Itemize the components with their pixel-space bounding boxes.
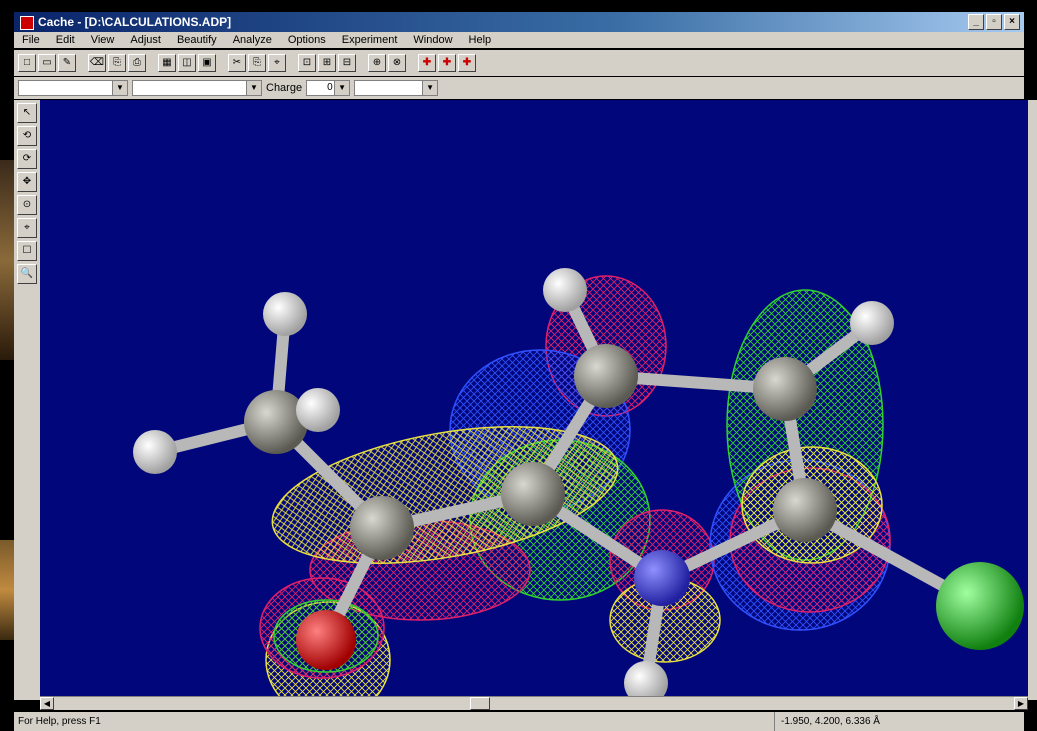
toolbar-separator (218, 54, 226, 72)
charge-label: Charge (266, 82, 303, 94)
status-bar: For Help, press F1 -1.950, 4.200, 6.336 … (14, 712, 1024, 731)
select-arrow-icon[interactable]: ↖ (17, 103, 37, 123)
atom-carbon-7[interactable] (574, 344, 638, 408)
toolbar-separator (78, 54, 86, 72)
box-select-icon[interactable]: ☐ (17, 241, 37, 261)
close-button[interactable]: × (1004, 14, 1020, 30)
scroll-right-icon[interactable]: ▶ (1014, 697, 1028, 710)
zoom-icon[interactable]: 🔍 (17, 264, 37, 284)
atom-hydrogen-3[interactable] (296, 388, 340, 432)
new-file-button[interactable]: □ (18, 54, 36, 72)
save-file-button[interactable]: ✎ (58, 54, 76, 72)
menu-bar: File Edit View Adjust Beautify Analyze O… (14, 32, 1024, 48)
atom-carbon-11[interactable] (753, 357, 817, 421)
window-controls: _ ▫ × (968, 14, 1020, 30)
menu-help[interactable]: Help (468, 34, 492, 46)
chevron-down-icon: ▼ (422, 81, 438, 95)
type-combo[interactable]: ▼ (132, 80, 262, 96)
scroll-thumb[interactable] (470, 697, 490, 710)
atom-hydrogen-1[interactable] (263, 292, 307, 336)
scroll-left-icon[interactable]: ◀ (40, 697, 54, 710)
add-atom-button-1[interactable]: ✚ (418, 54, 436, 72)
rotate-x-icon[interactable]: ⟲ (17, 126, 37, 146)
rotate-y-icon[interactable]: ⟳ (17, 149, 37, 169)
print-button[interactable]: ▦ (158, 54, 176, 72)
chevron-down-icon: ▼ (246, 81, 261, 95)
tool-button-f[interactable]: ⊟ (338, 54, 356, 72)
molecule-viewport[interactable] (40, 100, 1028, 696)
tool-button-d[interactable]: ⊡ (298, 54, 316, 72)
atom-carbon-13[interactable] (773, 478, 837, 542)
atom-hydrogen-8[interactable] (543, 268, 587, 312)
element-combo[interactable]: ▼ (18, 80, 128, 96)
menu-view[interactable]: View (90, 34, 115, 46)
menu-analyze[interactable]: Analyze (232, 34, 272, 46)
tool-button-g[interactable]: ⊕ (368, 54, 386, 72)
horizontal-scrollbar[interactable]: ◀ ▶ (40, 696, 1028, 710)
atom-carbon-0[interactable] (244, 390, 308, 454)
restore-button[interactable]: ▫ (986, 14, 1002, 30)
atom-oxygen-5[interactable] (296, 610, 356, 670)
menu-edit[interactable]: Edit (55, 34, 75, 46)
menu-file[interactable]: File (22, 34, 40, 46)
select-button[interactable]: ◫ (178, 54, 196, 72)
chevron-down-icon: ▼ (334, 81, 350, 95)
add-atom-button-3[interactable]: ✚ (458, 54, 476, 72)
cut-button[interactable]: ⌫ (88, 54, 106, 72)
minimize-button[interactable]: _ (968, 14, 984, 30)
atom-chlorine-14[interactable] (936, 562, 1024, 650)
menu-options[interactable]: Options (287, 34, 326, 46)
rotate-z-icon[interactable]: ⊙ (17, 195, 37, 215)
tool-button-e[interactable]: ⊞ (318, 54, 336, 72)
status-coordinates: -1.950, 4.200, 6.336 Å (774, 712, 961, 731)
tool-button-h[interactable]: ⊗ (388, 54, 406, 72)
app-icon (20, 16, 34, 30)
chevron-down-icon: ▼ (112, 81, 127, 95)
background-photo-strip (0, 160, 14, 360)
atom-nitrogen-9[interactable] (634, 550, 690, 606)
background-photo-strip-lower (0, 540, 14, 640)
toolbar-separator (408, 54, 416, 72)
atoms-layer (133, 268, 1024, 696)
atom-carbon-6[interactable] (501, 462, 565, 526)
open-file-button[interactable]: ▭ (38, 54, 56, 72)
molecule-canvas[interactable] (40, 100, 1028, 696)
status-help-text: For Help, press F1 (18, 716, 101, 727)
toolbar-separator (358, 54, 366, 72)
copy-button[interactable]: ⎘ (108, 54, 126, 72)
toolbar-separator (148, 54, 156, 72)
grid-button[interactable]: ▣ (198, 54, 216, 72)
combo-toolbar: ▼ ▼ Charge 0▼ ▼ (14, 77, 1024, 99)
menu-adjust[interactable]: Adjust (130, 34, 161, 46)
tool-button-c[interactable]: ⌖ (268, 54, 286, 72)
toolbar: □ ▭ ✎ ⌫ ⎘ ⎙ ▦ ◫ ▣ ✂ ⎘ ⌖ ⊡ ⊞ ⊟ ⊕ ⊗ ✚ ✚ ✚ (14, 50, 1024, 76)
window-title: Cache - [D:\CALCULATIONS.ADP] (38, 15, 232, 29)
atom-hydrogen-2[interactable] (133, 430, 177, 474)
toolbar-separator (288, 54, 296, 72)
tool-button-b[interactable]: ⎘ (248, 54, 266, 72)
title-bar[interactable]: Cache - [D:\CALCULATIONS.ADP] _ ▫ × (14, 12, 1024, 32)
atom-carbon-4[interactable] (350, 496, 414, 560)
add-atom-button-2[interactable]: ✚ (438, 54, 456, 72)
atom-hydrogen-10[interactable] (624, 661, 668, 696)
style-combo[interactable]: ▼ (354, 80, 439, 96)
right-edge (1028, 100, 1037, 700)
paste-button[interactable]: ⎙ (128, 54, 146, 72)
menu-window[interactable]: Window (413, 34, 453, 46)
translate-icon[interactable]: ✥ (17, 172, 37, 192)
tool-palette: ↖ ⟲ ⟳ ✥ ⊙ ⌖ ☐ 🔍 (14, 100, 40, 700)
charge-value: 0 (327, 82, 333, 93)
charge-combo[interactable]: 0▼ (306, 80, 351, 96)
menu-experiment[interactable]: Experiment (341, 34, 398, 46)
atom-hydrogen-12[interactable] (850, 301, 894, 345)
tool-button-a[interactable]: ✂ (228, 54, 246, 72)
menu-beautify[interactable]: Beautify (176, 34, 217, 46)
center-icon[interactable]: ⌖ (17, 218, 37, 238)
